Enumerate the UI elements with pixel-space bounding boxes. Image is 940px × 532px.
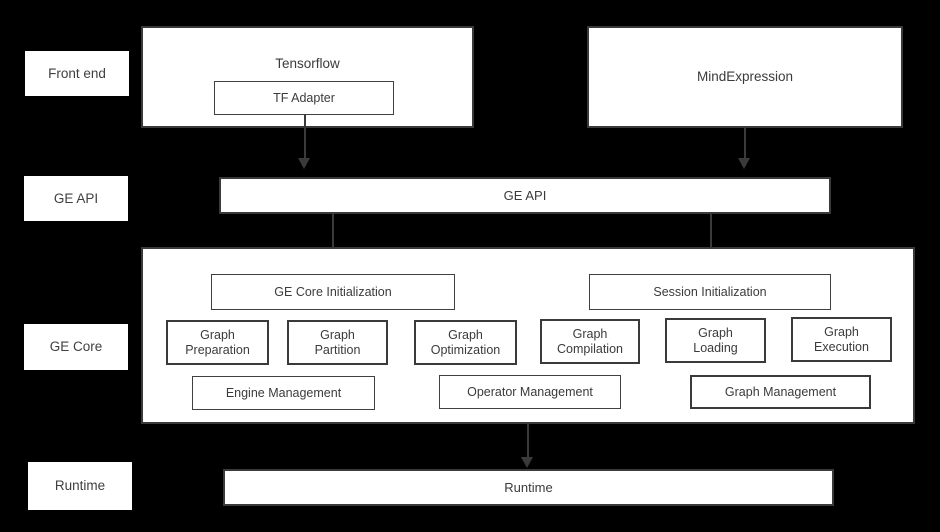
module-graph-preparation-label: Graph Preparation bbox=[185, 327, 250, 357]
tier-label-front-end-text: Front end bbox=[48, 65, 106, 81]
manager-graph-management-label: Graph Management bbox=[724, 384, 837, 399]
tier-label-ge-api-text: GE API bbox=[53, 190, 99, 206]
module-graph-loading[interactable]: Graph Loading bbox=[665, 318, 766, 363]
manager-engine-management-label: Engine Management bbox=[225, 385, 342, 400]
module-graph-execution[interactable]: Graph Execution bbox=[791, 317, 892, 362]
module-graph-partition[interactable]: Graph Partition bbox=[287, 320, 388, 365]
ge-api-bar[interactable]: GE API bbox=[219, 177, 831, 214]
ge-api-bar-label: GE API bbox=[503, 187, 547, 203]
manager-operator-management-label: Operator Management bbox=[467, 384, 593, 399]
manager-engine-management[interactable]: Engine Management bbox=[192, 376, 375, 410]
manager-graph-management[interactable]: Graph Management bbox=[690, 375, 871, 409]
module-graph-preparation[interactable]: Graph Preparation bbox=[166, 320, 269, 365]
ge-core-initialization-label: GE Core Initialization bbox=[274, 284, 392, 299]
tier-label-ge-core: GE Core bbox=[24, 324, 128, 370]
manager-operator-management[interactable]: Operator Management bbox=[439, 375, 621, 409]
session-initialization-label: Session Initialization bbox=[653, 284, 767, 299]
tensorflow-label: Tensorflow bbox=[275, 56, 340, 71]
module-graph-optimization-label: Graph Optimization bbox=[430, 327, 501, 357]
mindexpression-panel[interactable]: MindExpression bbox=[587, 26, 903, 128]
mindexpression-label: MindExpression bbox=[696, 69, 794, 85]
tf-adapter-box[interactable]: TF Adapter bbox=[214, 81, 394, 115]
tier-label-ge-api: GE API bbox=[24, 176, 128, 221]
tier-label-runtime-text: Runtime bbox=[54, 478, 106, 494]
module-graph-loading-label: Graph Loading bbox=[693, 325, 738, 355]
tier-label-front-end: Front end bbox=[25, 51, 129, 96]
module-graph-partition-label: Graph Partition bbox=[314, 327, 361, 357]
session-initialization-box[interactable]: Session Initialization bbox=[589, 274, 831, 310]
tf-adapter-label: TF Adapter bbox=[273, 90, 335, 105]
module-graph-optimization[interactable]: Graph Optimization bbox=[414, 320, 517, 365]
tier-label-ge-core-text: GE Core bbox=[49, 339, 103, 355]
module-graph-execution-label: Graph Execution bbox=[814, 324, 869, 354]
ge-core-initialization-box[interactable]: GE Core Initialization bbox=[211, 274, 455, 310]
module-graph-compilation-label: Graph Compilation bbox=[556, 326, 623, 356]
runtime-bar-label: Runtime bbox=[504, 479, 553, 495]
tier-label-runtime: Runtime bbox=[28, 462, 132, 510]
module-graph-compilation[interactable]: Graph Compilation bbox=[540, 319, 640, 364]
runtime-bar[interactable]: Runtime bbox=[223, 469, 834, 506]
